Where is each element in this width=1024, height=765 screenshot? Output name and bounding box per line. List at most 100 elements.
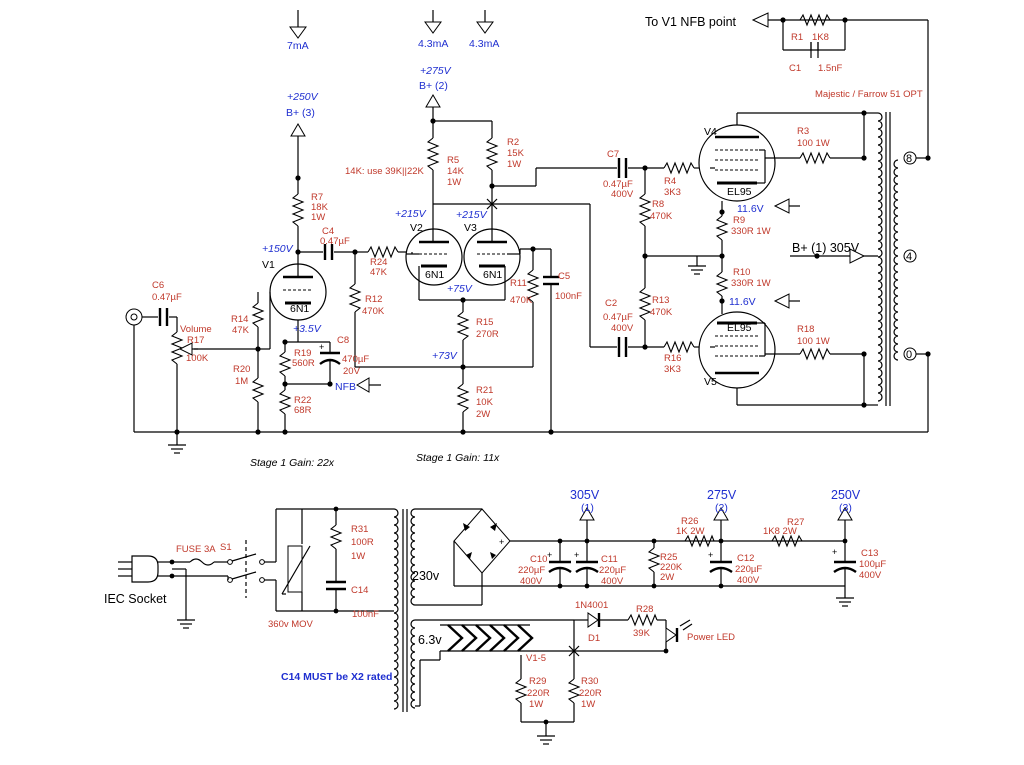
bridge-rectifier: + xyxy=(453,508,511,574)
r3-name: R3 xyxy=(797,126,809,137)
r22-value: 68R xyxy=(294,405,312,416)
r14-name: R14 xyxy=(231,314,248,325)
c8-value: 470µF xyxy=(342,354,369,365)
v1-cathode-voltage: +3.5V xyxy=(293,323,322,335)
r17-name: R17 xyxy=(187,335,204,346)
b3-voltage: +250V xyxy=(287,91,319,103)
secondary-hv-label: 230v xyxy=(412,569,440,583)
r11-value: 470K xyxy=(510,295,533,306)
r24-value: 47K xyxy=(370,267,388,278)
nfb-network: To V1 NFB point R1 1K8 C1 1.5nF xyxy=(645,12,929,160)
r15-name: R15 xyxy=(476,317,493,328)
c13-name: C13 xyxy=(861,548,878,559)
c1-value: 1.5nF xyxy=(818,63,842,74)
output-transformer: Majestic / Farrow 51 OPT 8 4 0 B+ (1) 30… xyxy=(790,89,931,432)
r31-rating: 1W xyxy=(351,551,365,562)
r30-rating: 1W xyxy=(581,699,595,710)
r27-name: R27 xyxy=(787,517,804,528)
c12-name: C12 xyxy=(737,553,754,564)
ground-symbol xyxy=(688,256,706,275)
c13-value: 100µF xyxy=(859,559,886,570)
switch-label: S1 xyxy=(220,542,232,553)
v4-tube: EL95 V4 xyxy=(698,124,776,202)
nfb-to-point: To V1 NFB point xyxy=(645,15,737,29)
r21-rating: 2W xyxy=(476,409,490,420)
iec-socket: IEC Socket xyxy=(104,555,167,606)
current-arrow-v2: 4.3mA xyxy=(418,10,448,50)
r20-name: R20 xyxy=(233,364,250,375)
c11-rating: 400V xyxy=(601,576,624,587)
v1-plate-voltage: +150V xyxy=(262,243,294,255)
opt-tap-8: 8 xyxy=(906,153,912,165)
r22-name: R22 xyxy=(294,395,311,406)
v2-tube: 6N1 V2 xyxy=(405,222,463,286)
v23-cathode-voltage: +75V xyxy=(447,283,473,295)
tap-305-voltage: 305V xyxy=(570,488,600,502)
current-7ma-label: 7mA xyxy=(287,40,309,52)
b2-voltage: +275V xyxy=(420,65,452,77)
v1-tube: 6N1 V1 xyxy=(262,252,327,321)
c12-value: 220µF xyxy=(735,564,762,575)
svg-text:+: + xyxy=(832,547,837,557)
current-v2-label: 4.3mA xyxy=(418,38,448,50)
r18-name: R18 xyxy=(797,324,814,335)
r20-value: 1M xyxy=(235,376,248,387)
b-plus-2-terminal: +275V B+ (2) xyxy=(419,65,492,124)
svg-text:+: + xyxy=(499,537,504,547)
v5-cathode-voltage: 11.6V xyxy=(729,296,756,308)
ground-symbol xyxy=(537,735,555,745)
c2-name: C2 xyxy=(605,298,617,309)
v3-plate-voltage: +215V xyxy=(456,209,488,221)
r1-name: R1 xyxy=(791,32,803,43)
r19-value: 560R xyxy=(292,358,315,369)
tap-275-number: (2) xyxy=(715,502,728,514)
svg-text:+: + xyxy=(319,342,324,352)
d1-name: D1 xyxy=(588,633,600,644)
r25-value: 220K xyxy=(660,562,683,573)
r13-name: R13 xyxy=(652,295,669,306)
v4-type: EL95 xyxy=(727,186,752,198)
c12-rating: 400V xyxy=(737,575,760,586)
v3-tube: 6N1 V3 xyxy=(463,222,521,286)
v1-type: 6N1 xyxy=(290,303,309,315)
ground-symbol xyxy=(177,619,195,629)
b2-label: B+ (2) xyxy=(419,80,448,92)
r28-name: R28 xyxy=(636,604,653,615)
ground-symbol xyxy=(836,597,854,607)
c2-rating: 400V xyxy=(611,323,634,334)
r5-value: 14K xyxy=(447,166,465,177)
r29-name: R29 xyxy=(529,676,546,687)
mov-label: 360v MOV xyxy=(268,619,314,630)
heater-filaments xyxy=(440,624,534,652)
r16-name: R16 xyxy=(664,353,681,364)
svg-text:+: + xyxy=(547,550,552,560)
r31-value: 100R xyxy=(351,537,374,548)
r7-value: 18K xyxy=(311,202,329,213)
fuse-label: FUSE 3A xyxy=(176,544,216,555)
c13-rating: 400V xyxy=(859,570,882,581)
r12-name: R12 xyxy=(365,294,382,305)
svg-text:+: + xyxy=(708,550,713,560)
r30-value: 220R xyxy=(579,688,602,699)
c4-value: 0.47µF xyxy=(320,236,350,247)
r16-value: 3K3 xyxy=(664,364,681,375)
r26-name: R26 xyxy=(681,516,698,527)
r17-label: Volume xyxy=(180,324,212,335)
c6-name: C6 xyxy=(152,280,164,291)
c14-value: 100nF xyxy=(352,609,379,620)
r27-value: 1K8 2W xyxy=(763,526,797,537)
r18-value: 100 1W xyxy=(797,336,830,347)
current-arrow-v3: 4.3mA xyxy=(469,10,499,50)
c5-name: C5 xyxy=(558,271,570,282)
ground-symbol xyxy=(168,432,186,454)
r5-note: 14K: use 39K||22K xyxy=(345,166,425,177)
v2-plate-voltage: +215V xyxy=(395,208,427,220)
tap-305-number: (1) xyxy=(581,502,594,514)
r28-value: 39K xyxy=(633,628,651,639)
c2-value: 0.47µF xyxy=(603,312,633,323)
stage1a-gain: Stage 1 Gain: 22x xyxy=(250,457,335,469)
r21-value: 10K xyxy=(476,397,494,408)
v5-tube: EL95 V5 xyxy=(698,311,776,389)
tap-250-voltage: 250V xyxy=(831,488,861,502)
